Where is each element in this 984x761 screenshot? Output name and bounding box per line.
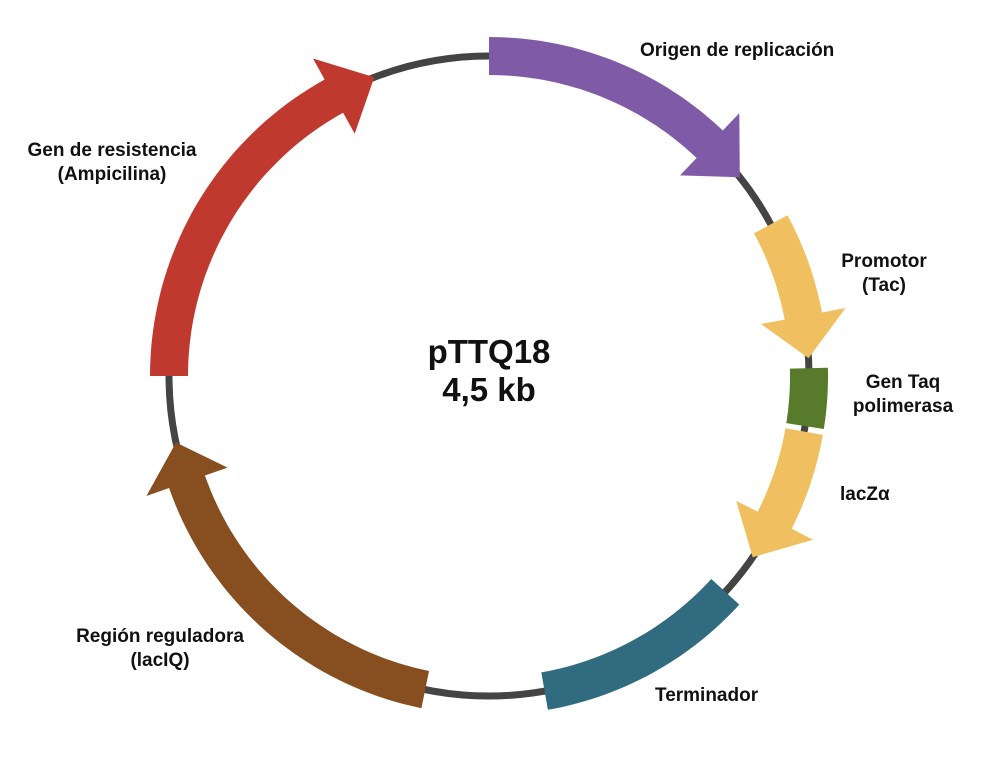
feature-taq-block [786,367,828,429]
label-ori: Origen de replicación [640,39,834,63]
feature-ori-arrow [489,37,740,178]
label-lacz: lacZα [840,483,890,507]
label-line: Terminador [655,685,759,706]
label-promoter: Promotor (Tac) [832,250,936,298]
label-line: Promotor [841,251,927,272]
label-line: lacZα [840,484,890,505]
plasmid-size: 4,5 kb [442,371,536,408]
label-line: Origen de replicación [640,40,835,61]
label-line: Gen de resistencia [27,140,197,161]
feature-layer [146,37,846,710]
feature-laciq-arrow [146,442,429,709]
label-terminator: Terminador [655,684,758,708]
label-laciq: Región reguladora (lacIQ) [62,625,258,673]
feature-lacz-arrow [736,428,823,558]
label-line: polimerasa [852,396,954,417]
label-line: Región reguladora [76,626,244,647]
feature-amp-arrow [150,58,375,376]
plasmid-name: pTTQ18 [427,333,551,370]
label-line: (Ampicilina) [57,164,167,185]
label-taq: Gen Taq polimerasa [845,371,961,419]
feature-terminator-block [541,579,740,710]
label-amp: Gen de resistencia (Ampicilina) [14,139,210,187]
feature-promoter-arrow [754,215,846,359]
label-line: Gen Taq [865,372,941,393]
label-line: (lacIQ) [130,650,190,671]
label-line: (Tac) [862,275,906,296]
plasmid-title: pTTQ18 4,5 kb [389,333,589,409]
